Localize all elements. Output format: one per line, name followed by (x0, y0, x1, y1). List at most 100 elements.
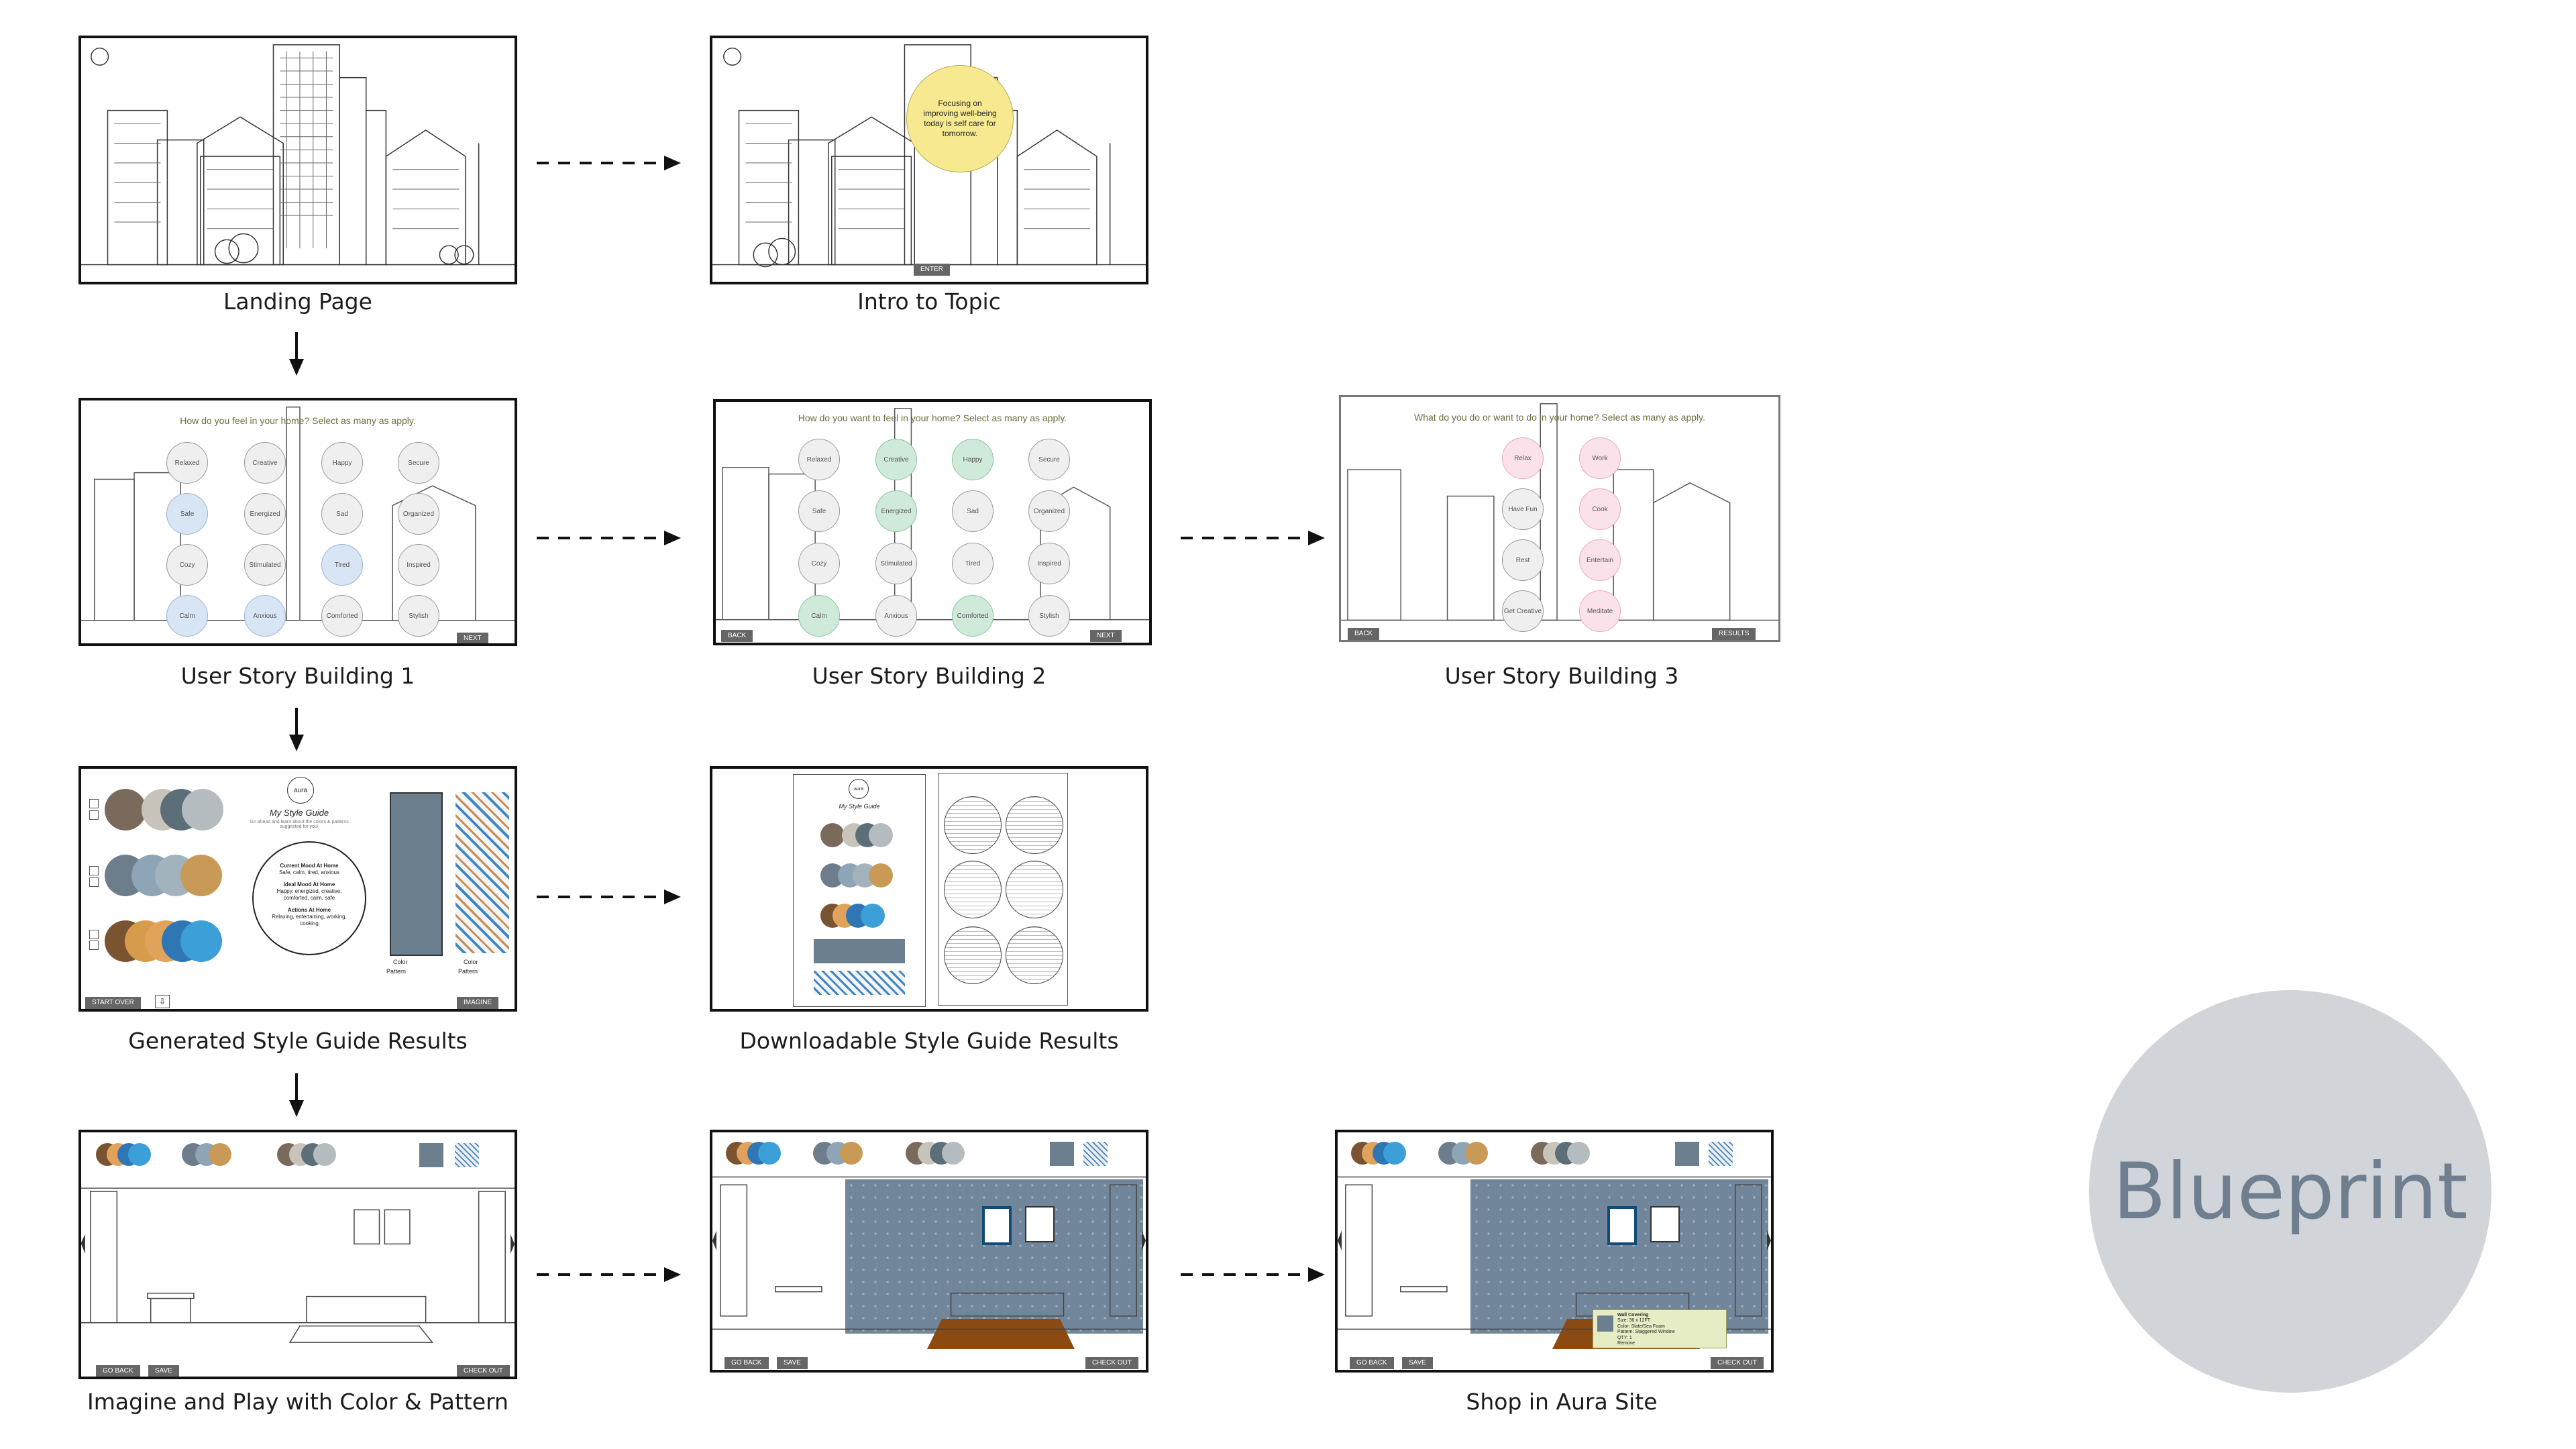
checkbox[interactable] (89, 941, 99, 950)
check-out-button[interactable]: CHECK OUT (457, 1365, 510, 1377)
shop-aura-site-frame[interactable]: Wall Covering Size: 36 x 12FT Color: Sla… (1335, 1130, 1774, 1373)
toolbar-swatch[interactable] (313, 1143, 336, 1166)
imagine-play-frame[interactable]: GO BACK SAVE CHECK OUT (78, 1130, 517, 1379)
option-stimulated[interactable]: Stimulated (244, 544, 286, 586)
option-stylish[interactable]: Stylish (398, 595, 439, 637)
option-creative[interactable]: Creative (244, 442, 286, 484)
user-story-building-2-frame[interactable]: How do you want to feel in your home? Se… (713, 399, 1152, 645)
option-anxious[interactable]: Anxious (244, 595, 286, 637)
next-button[interactable]: NEXT (457, 633, 488, 643)
mini-swatch (820, 823, 845, 847)
toolbar-swatch[interactable] (942, 1142, 965, 1165)
toolbar-swatch[interactable] (840, 1142, 863, 1165)
toolbar-swatch[interactable] (1567, 1142, 1590, 1165)
back-button[interactable]: BACK (721, 630, 753, 642)
option-energized[interactable]: Energized (875, 490, 917, 532)
option-safe[interactable]: Safe (166, 493, 208, 535)
option-tired[interactable]: Tired (952, 543, 994, 584)
option-secure[interactable]: Secure (398, 442, 439, 484)
go-back-button[interactable]: GO BACK (96, 1365, 140, 1377)
go-back-button[interactable]: GO BACK (1350, 1357, 1394, 1369)
pattern-tile-terrazzo[interactable] (455, 1143, 479, 1167)
option-cook[interactable]: Cook (1579, 488, 1621, 530)
toolbar-swatch[interactable] (1465, 1142, 1488, 1165)
option-safe[interactable]: Safe (798, 490, 840, 532)
palette-2-swatch[interactable] (180, 855, 222, 896)
option-meditate[interactable]: Meditate (1579, 590, 1621, 632)
option-comforted[interactable]: Comforted (321, 595, 363, 637)
check-out-button[interactable]: CHECK OUT (1085, 1357, 1138, 1369)
save-button[interactable]: SAVE (1402, 1357, 1433, 1369)
option-happy[interactable]: Happy (952, 439, 994, 480)
go-back-button[interactable]: GO BACK (724, 1357, 769, 1369)
option-calm[interactable]: Calm (798, 595, 840, 637)
option-happy[interactable]: Happy (321, 442, 363, 484)
next-button[interactable]: NEXT (1090, 630, 1122, 642)
option-cozy[interactable]: Cozy (166, 544, 208, 586)
pattern-tile-terrazzo[interactable] (1709, 1142, 1733, 1166)
option-organized[interactable]: Organized (1028, 490, 1070, 532)
option-tired[interactable]: Tired (321, 544, 363, 586)
toolbar-swatch[interactable] (1383, 1142, 1406, 1165)
palette-3-swatch[interactable] (180, 920, 222, 962)
results-button[interactable]: RESULTS (1712, 628, 1756, 640)
option-relax[interactable]: Relax (1502, 437, 1544, 479)
checkbox[interactable] (89, 799, 99, 808)
option-calm[interactable]: Calm (166, 595, 208, 637)
generated-style-guide-frame[interactable]: aura My Style Guide Go ahead and learn a… (78, 766, 517, 1012)
user-story-building-3-frame[interactable]: What do you do or want to do in your hom… (1339, 395, 1780, 642)
save-button[interactable]: SAVE (148, 1365, 179, 1377)
option-sad[interactable]: Sad (952, 490, 994, 532)
option-anxious[interactable]: Anxious (875, 595, 917, 637)
pattern-swatch-slate[interactable] (390, 792, 443, 956)
user-story-building-1-frame[interactable]: How do you feel in your home? Select as … (78, 398, 517, 646)
checkbox[interactable] (89, 866, 99, 875)
pattern-tile-slate[interactable] (1050, 1142, 1074, 1166)
option-rest[interactable]: Rest (1502, 539, 1544, 581)
option-creative[interactable]: Creative (875, 439, 917, 480)
toolbar-swatch[interactable] (209, 1143, 231, 1166)
check-out-button[interactable]: CHECK OUT (1711, 1357, 1764, 1369)
product-tooltip[interactable]: Wall Covering Size: 36 x 12FT Color: Sla… (1593, 1309, 1727, 1348)
option-inspired[interactable]: Inspired (398, 544, 439, 586)
palette-1-swatch[interactable] (105, 789, 146, 830)
tooltip-remove-link[interactable]: Remove (1617, 1340, 1635, 1346)
option-entertain[interactable]: Entertain (1579, 539, 1621, 581)
pattern-tile-terrazzo[interactable] (1083, 1142, 1108, 1166)
downloadable-style-guide-frame[interactable]: aura My Style Guide (710, 766, 1148, 1012)
option-sad[interactable]: Sad (321, 493, 363, 535)
intro-to-topic-frame[interactable]: Focusing on improving well-being today i… (710, 36, 1148, 284)
caption-intro-to-topic: Intro to Topic (857, 288, 1001, 315)
checkbox[interactable] (89, 810, 99, 820)
option-have-fun[interactable]: Have Fun (1502, 488, 1544, 530)
option-cozy[interactable]: Cozy (798, 543, 840, 584)
applied-pattern-frame[interactable]: GO BACK SAVE CHECK OUT (710, 1130, 1148, 1373)
pattern-swatch-terrazzo[interactable] (455, 792, 509, 953)
patterned-wall (1470, 1179, 1768, 1334)
option-relaxed[interactable]: Relaxed (166, 442, 208, 484)
start-over-button[interactable]: START OVER (85, 997, 141, 1009)
option-get-creative[interactable]: Get Creative (1502, 590, 1544, 632)
landing-page-frame[interactable] (78, 36, 517, 284)
option-organized[interactable]: Organized (398, 493, 439, 535)
option-work[interactable]: Work (1579, 437, 1621, 479)
option-stimulated[interactable]: Stimulated (875, 543, 917, 584)
imagine-button[interactable]: IMAGINE (457, 997, 499, 1009)
option-stylish[interactable]: Stylish (1028, 595, 1070, 637)
toolbar-swatch[interactable] (758, 1142, 781, 1165)
toolbar-swatch[interactable] (128, 1143, 151, 1166)
checkbox[interactable] (89, 877, 99, 887)
palette-1-swatch[interactable] (182, 789, 223, 830)
back-button[interactable]: BACK (1348, 628, 1380, 640)
option-inspired[interactable]: Inspired (1028, 543, 1070, 584)
option-energized[interactable]: Energized (244, 493, 286, 535)
pattern-tile-slate[interactable] (1675, 1142, 1699, 1166)
pattern-tile-slate[interactable] (419, 1143, 443, 1167)
option-relaxed[interactable]: Relaxed (798, 439, 840, 480)
option-secure[interactable]: Secure (1028, 439, 1070, 480)
option-comforted[interactable]: Comforted (952, 595, 994, 637)
checkbox[interactable] (89, 930, 99, 939)
save-button[interactable]: SAVE (777, 1357, 808, 1369)
enter-button[interactable]: ENTER (914, 264, 950, 276)
download-icon[interactable]: ⇩ (155, 995, 170, 1008)
